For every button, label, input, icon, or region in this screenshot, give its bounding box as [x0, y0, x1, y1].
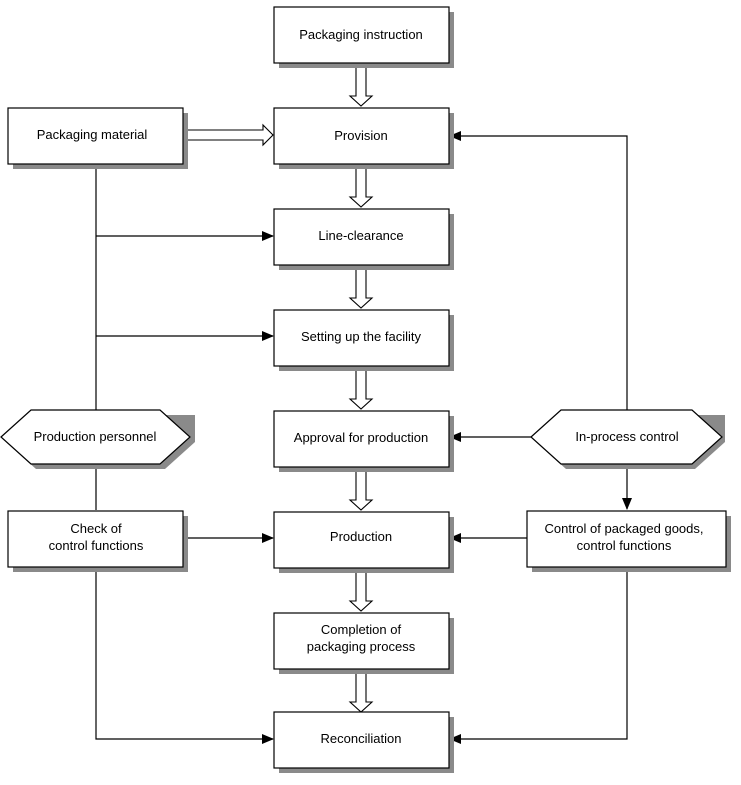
- flow-arrow-approval-to-production: [348, 465, 374, 511]
- flow-arrow-production-to-completion: [348, 566, 374, 612]
- node-production-personnel: Production personnel: [0, 409, 195, 469]
- node-label: Reconciliation: [321, 731, 402, 746]
- flow-arrows: [183, 61, 374, 713]
- flow-arrow-provision-to-line-clearance: [348, 162, 374, 208]
- node-label: Setting up the facility: [301, 329, 421, 344]
- node-label: In-process control: [575, 429, 678, 444]
- node-packaging-material: Packaging material: [7, 107, 188, 169]
- node-check-control-functions: Check of control functions: [7, 510, 188, 572]
- node-label: Packaging instruction: [299, 27, 423, 42]
- node-label: Line-clearance: [318, 228, 403, 243]
- flow-arrow-line-clearance-to-setting-up: [348, 263, 374, 309]
- node-label-line2: control functions: [49, 538, 144, 553]
- flow-arrow-completion-to-reconciliation: [348, 667, 374, 713]
- flow-arrow-setting-up-to-approval: [348, 364, 374, 410]
- node-label: Packaging material: [37, 127, 148, 142]
- node-label-line2: control functions: [577, 538, 672, 553]
- flow-arrow-material-to-provision: [183, 123, 274, 147]
- node-line-clearance: Line-clearance: [273, 208, 454, 270]
- node-control-packaged-goods: Control of packaged goods, control funct…: [526, 510, 731, 572]
- connectors: [95, 131, 632, 744]
- node-packaging-instruction: Packaging instruction: [273, 6, 454, 68]
- node-label-line1: Control of packaged goods,: [545, 521, 704, 536]
- node-label: Production personnel: [34, 429, 157, 444]
- node-setting-up-facility: Setting up the facility: [273, 309, 454, 371]
- node-label-line1: Completion of: [321, 622, 402, 637]
- node-label: Provision: [334, 128, 387, 143]
- node-label: Approval for production: [294, 430, 428, 445]
- node-label: Production: [330, 529, 392, 544]
- node-production: Production: [273, 511, 454, 573]
- arrow-check-to-reconciliation: [95, 567, 274, 744]
- arrow-inprocess-to-provision: [449, 131, 628, 410]
- flow-arrow-instruction-to-provision: [348, 61, 374, 107]
- node-approval-for-production: Approval for production: [273, 410, 454, 472]
- arrow-control-to-reconciliation: [449, 567, 628, 744]
- node-completion-packaging: Completion of packaging process: [273, 612, 454, 674]
- node-label-line2: packaging process: [307, 639, 416, 654]
- node-in-process-control: In-process control: [530, 409, 725, 469]
- node-provision: Provision: [273, 107, 454, 169]
- node-label-line1: Check of: [70, 521, 122, 536]
- node-reconciliation: Reconciliation: [273, 711, 454, 773]
